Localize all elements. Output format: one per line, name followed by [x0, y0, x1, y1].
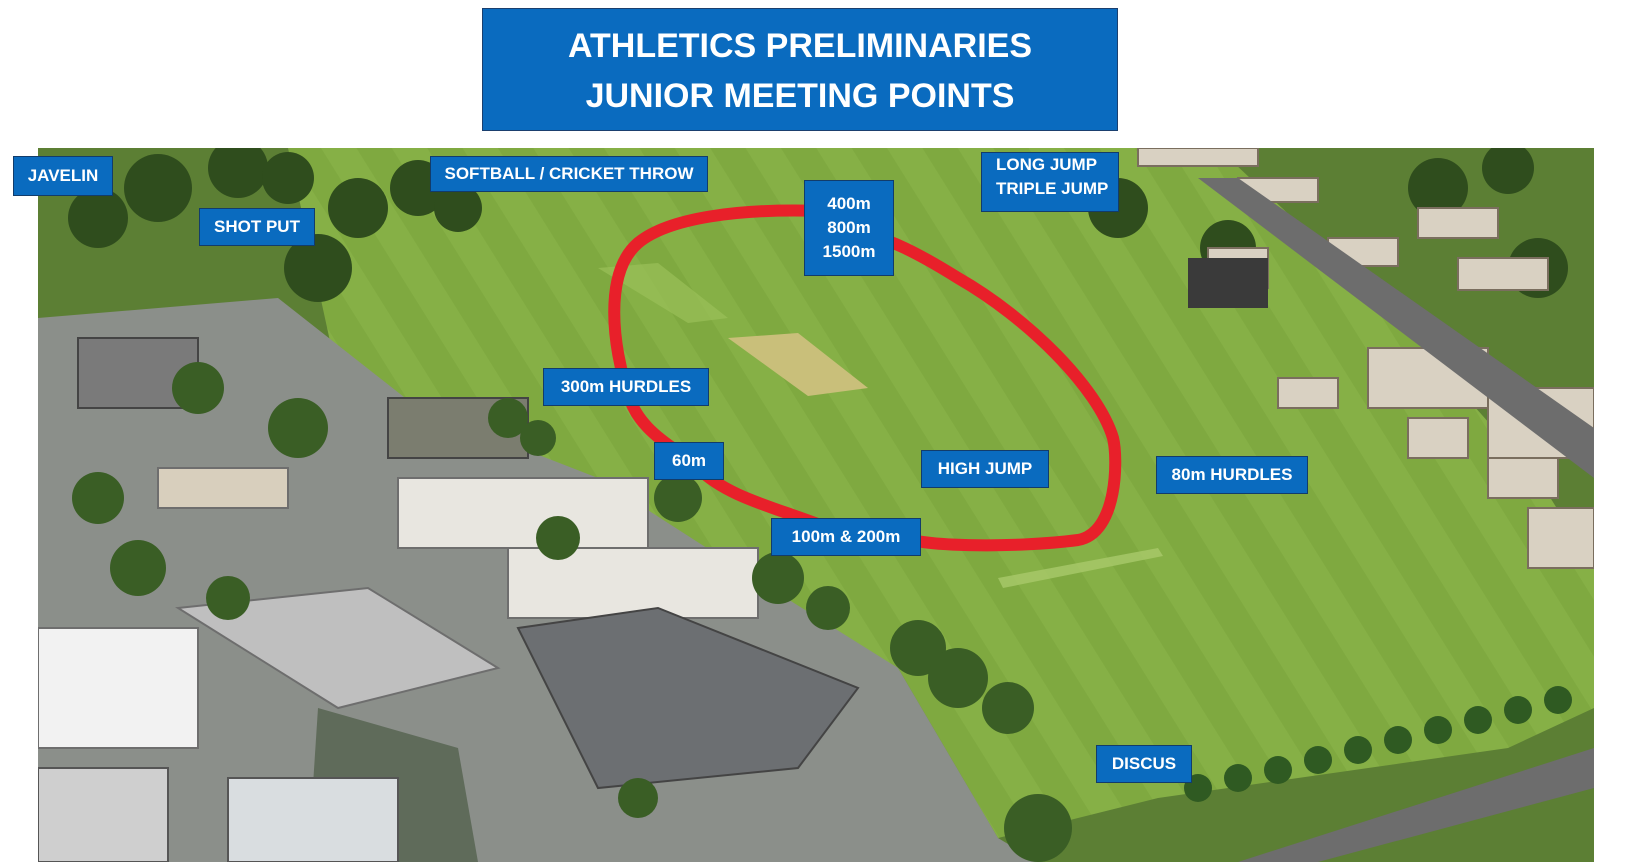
label-distance-events: 400m 800m 1500m	[804, 180, 894, 276]
label-long-triple-jump: LONG JUMP TRIPLE JUMP	[981, 152, 1119, 212]
label-1500m-text: 1500m	[822, 242, 876, 261]
label-long-jump-text: LONG JUMP	[996, 155, 1098, 174]
practice-wicket-lower	[998, 548, 1163, 588]
road-bottom	[1238, 748, 1594, 862]
title-box: ATHLETICS PRELIMINARIES JUNIOR MEETING P…	[482, 8, 1118, 131]
label-triple-jump-text: TRIPLE JUMP	[996, 179, 1109, 198]
title-line-2: JUNIOR MEETING POINTS	[585, 77, 1015, 115]
label-softball-cricket-throw: SOFTBALL / CRICKET THROW	[430, 156, 708, 192]
cricket-pitch	[728, 333, 868, 396]
label-shot-put: SHOT PUT	[199, 208, 315, 246]
tree-line-top	[68, 148, 1568, 302]
tree-cluster-school	[72, 362, 1072, 862]
hedge-bottom-right	[1184, 686, 1572, 802]
label-100m-200m: 100m & 200m	[771, 518, 921, 556]
label-60m: 60m	[654, 442, 724, 480]
label-300m-hurdles-text: 300m HURDLES	[560, 377, 692, 396]
label-80m-hurdles: 80m HURDLES	[1156, 456, 1308, 494]
label-400m-text: 400m	[827, 194, 871, 213]
label-300m-hurdles: 300m HURDLES	[543, 368, 709, 406]
label-javelin-text: JAVELIN	[27, 166, 99, 185]
label-shot-put-text: SHOT PUT	[214, 217, 300, 236]
label-80m-hurdles-text: 80m HURDLES	[1171, 465, 1293, 484]
aerial-map	[38, 148, 1594, 862]
label-discus: DISCUS	[1096, 745, 1192, 783]
label-60m-text: 60m	[671, 451, 707, 470]
label-high-jump: HIGH JUMP	[921, 450, 1049, 488]
title-line-1: ATHLETICS PRELIMINARIES	[567, 27, 1033, 65]
aerial-photo	[38, 148, 1594, 862]
label-discus-text: DISCUS	[1111, 754, 1177, 773]
practice-wicket	[598, 263, 728, 323]
label-softball-text: SOFTBALL / CRICKET THROW	[444, 164, 694, 183]
grandstand	[1188, 258, 1268, 308]
label-800m-text: 800m	[827, 218, 871, 237]
label-high-jump-text: HIGH JUMP	[937, 459, 1033, 478]
label-javelin: JAVELIN	[13, 156, 113, 196]
label-100m-200m-text: 100m & 200m	[791, 527, 901, 546]
road-right	[1198, 178, 1594, 478]
